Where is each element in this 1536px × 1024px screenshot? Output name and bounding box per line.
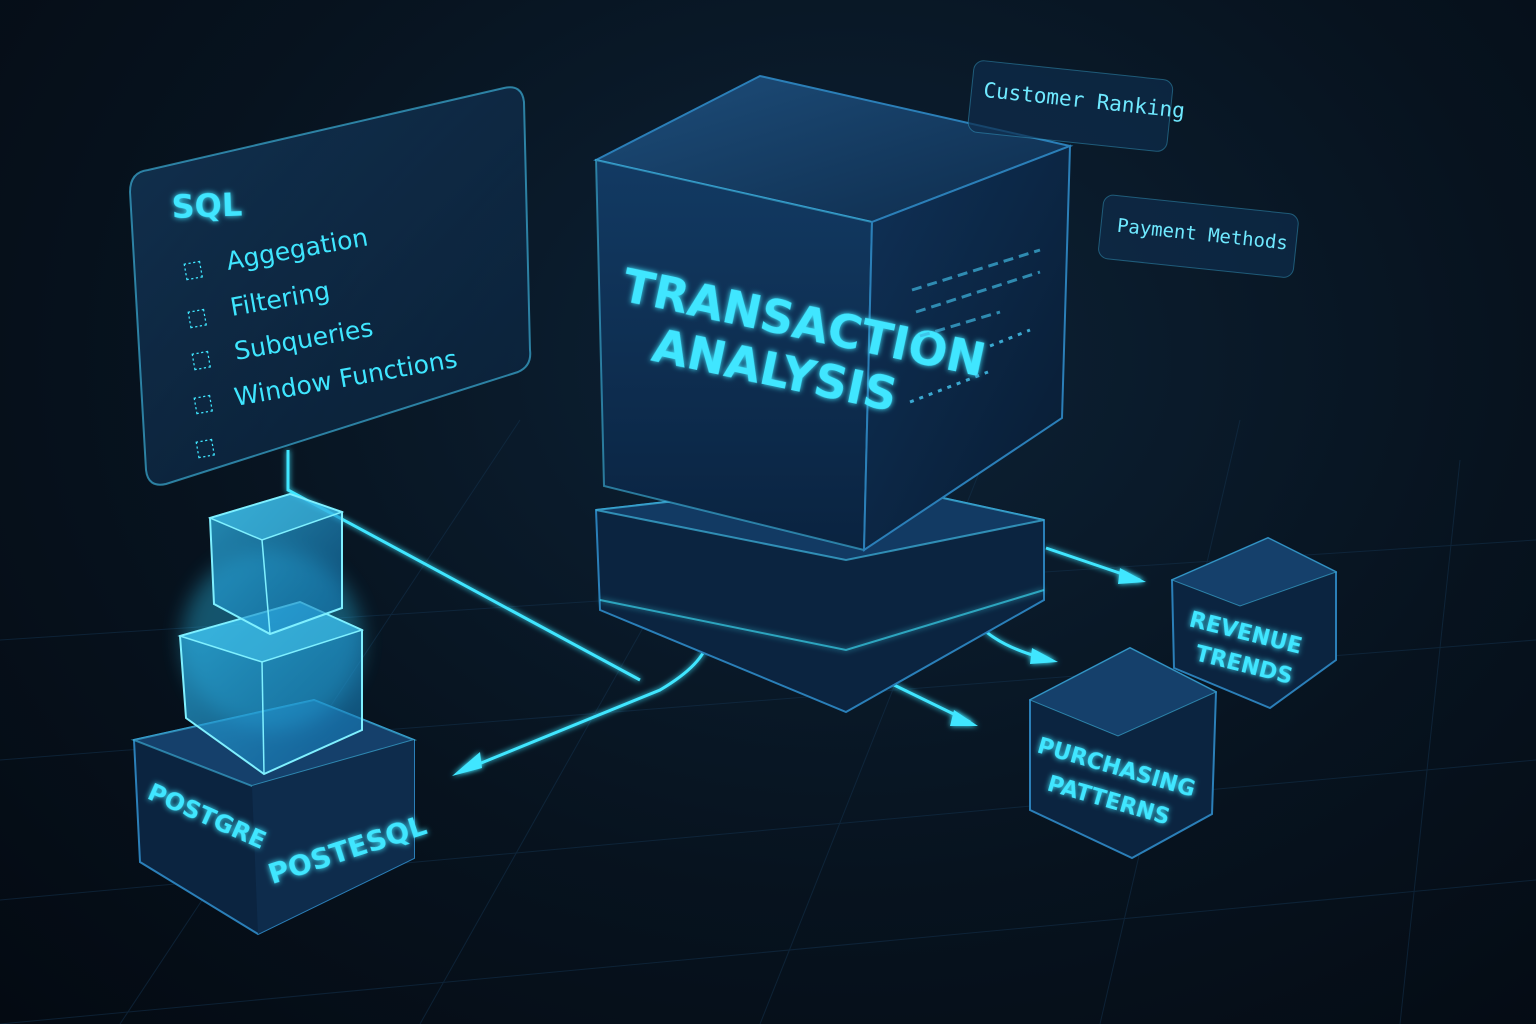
sql-panel-title: SQL — [171, 186, 243, 226]
payment-methods-tag: Payment Methods — [1098, 194, 1299, 278]
arrow-to-purchasing — [1030, 648, 1058, 664]
purchasing-patterns-cube: PURCHASING PATTERNS — [1028, 646, 1218, 860]
arrow-to-db — [452, 752, 482, 776]
main-cube-side — [862, 144, 1072, 552]
arrow-to-revenue — [1118, 568, 1146, 584]
folder-icon: ⬚ — [193, 434, 218, 462]
folder-icon: ⬚ — [191, 390, 216, 418]
sql-panel: SQL ⬚ Aggegation ⬚ Filtering ⬚ Subquerie… — [128, 86, 532, 486]
panel-to-db-line — [286, 450, 641, 682]
postgres-database: POSTGRE POSTESQL — [130, 492, 431, 936]
customer-ranking-tag: Customer Ranking — [967, 60, 1186, 152]
side-data-lines — [909, 248, 1041, 404]
folder-icon: ⬚ — [189, 346, 214, 374]
arrow-base-right — [950, 710, 978, 726]
arrow-heads — [452, 568, 1146, 776]
folder-icon: ⬚ — [181, 256, 206, 284]
folder-icon: ⬚ — [185, 304, 210, 332]
glass-cube-upper — [207, 492, 345, 636]
sql-item-5: ⬚ — [193, 434, 218, 462]
revenue-trends-cube: REVENUE TRENDS — [1170, 536, 1338, 710]
transaction-analysis-cube: TRANSACTION ANALYSIS — [593, 74, 1074, 552]
